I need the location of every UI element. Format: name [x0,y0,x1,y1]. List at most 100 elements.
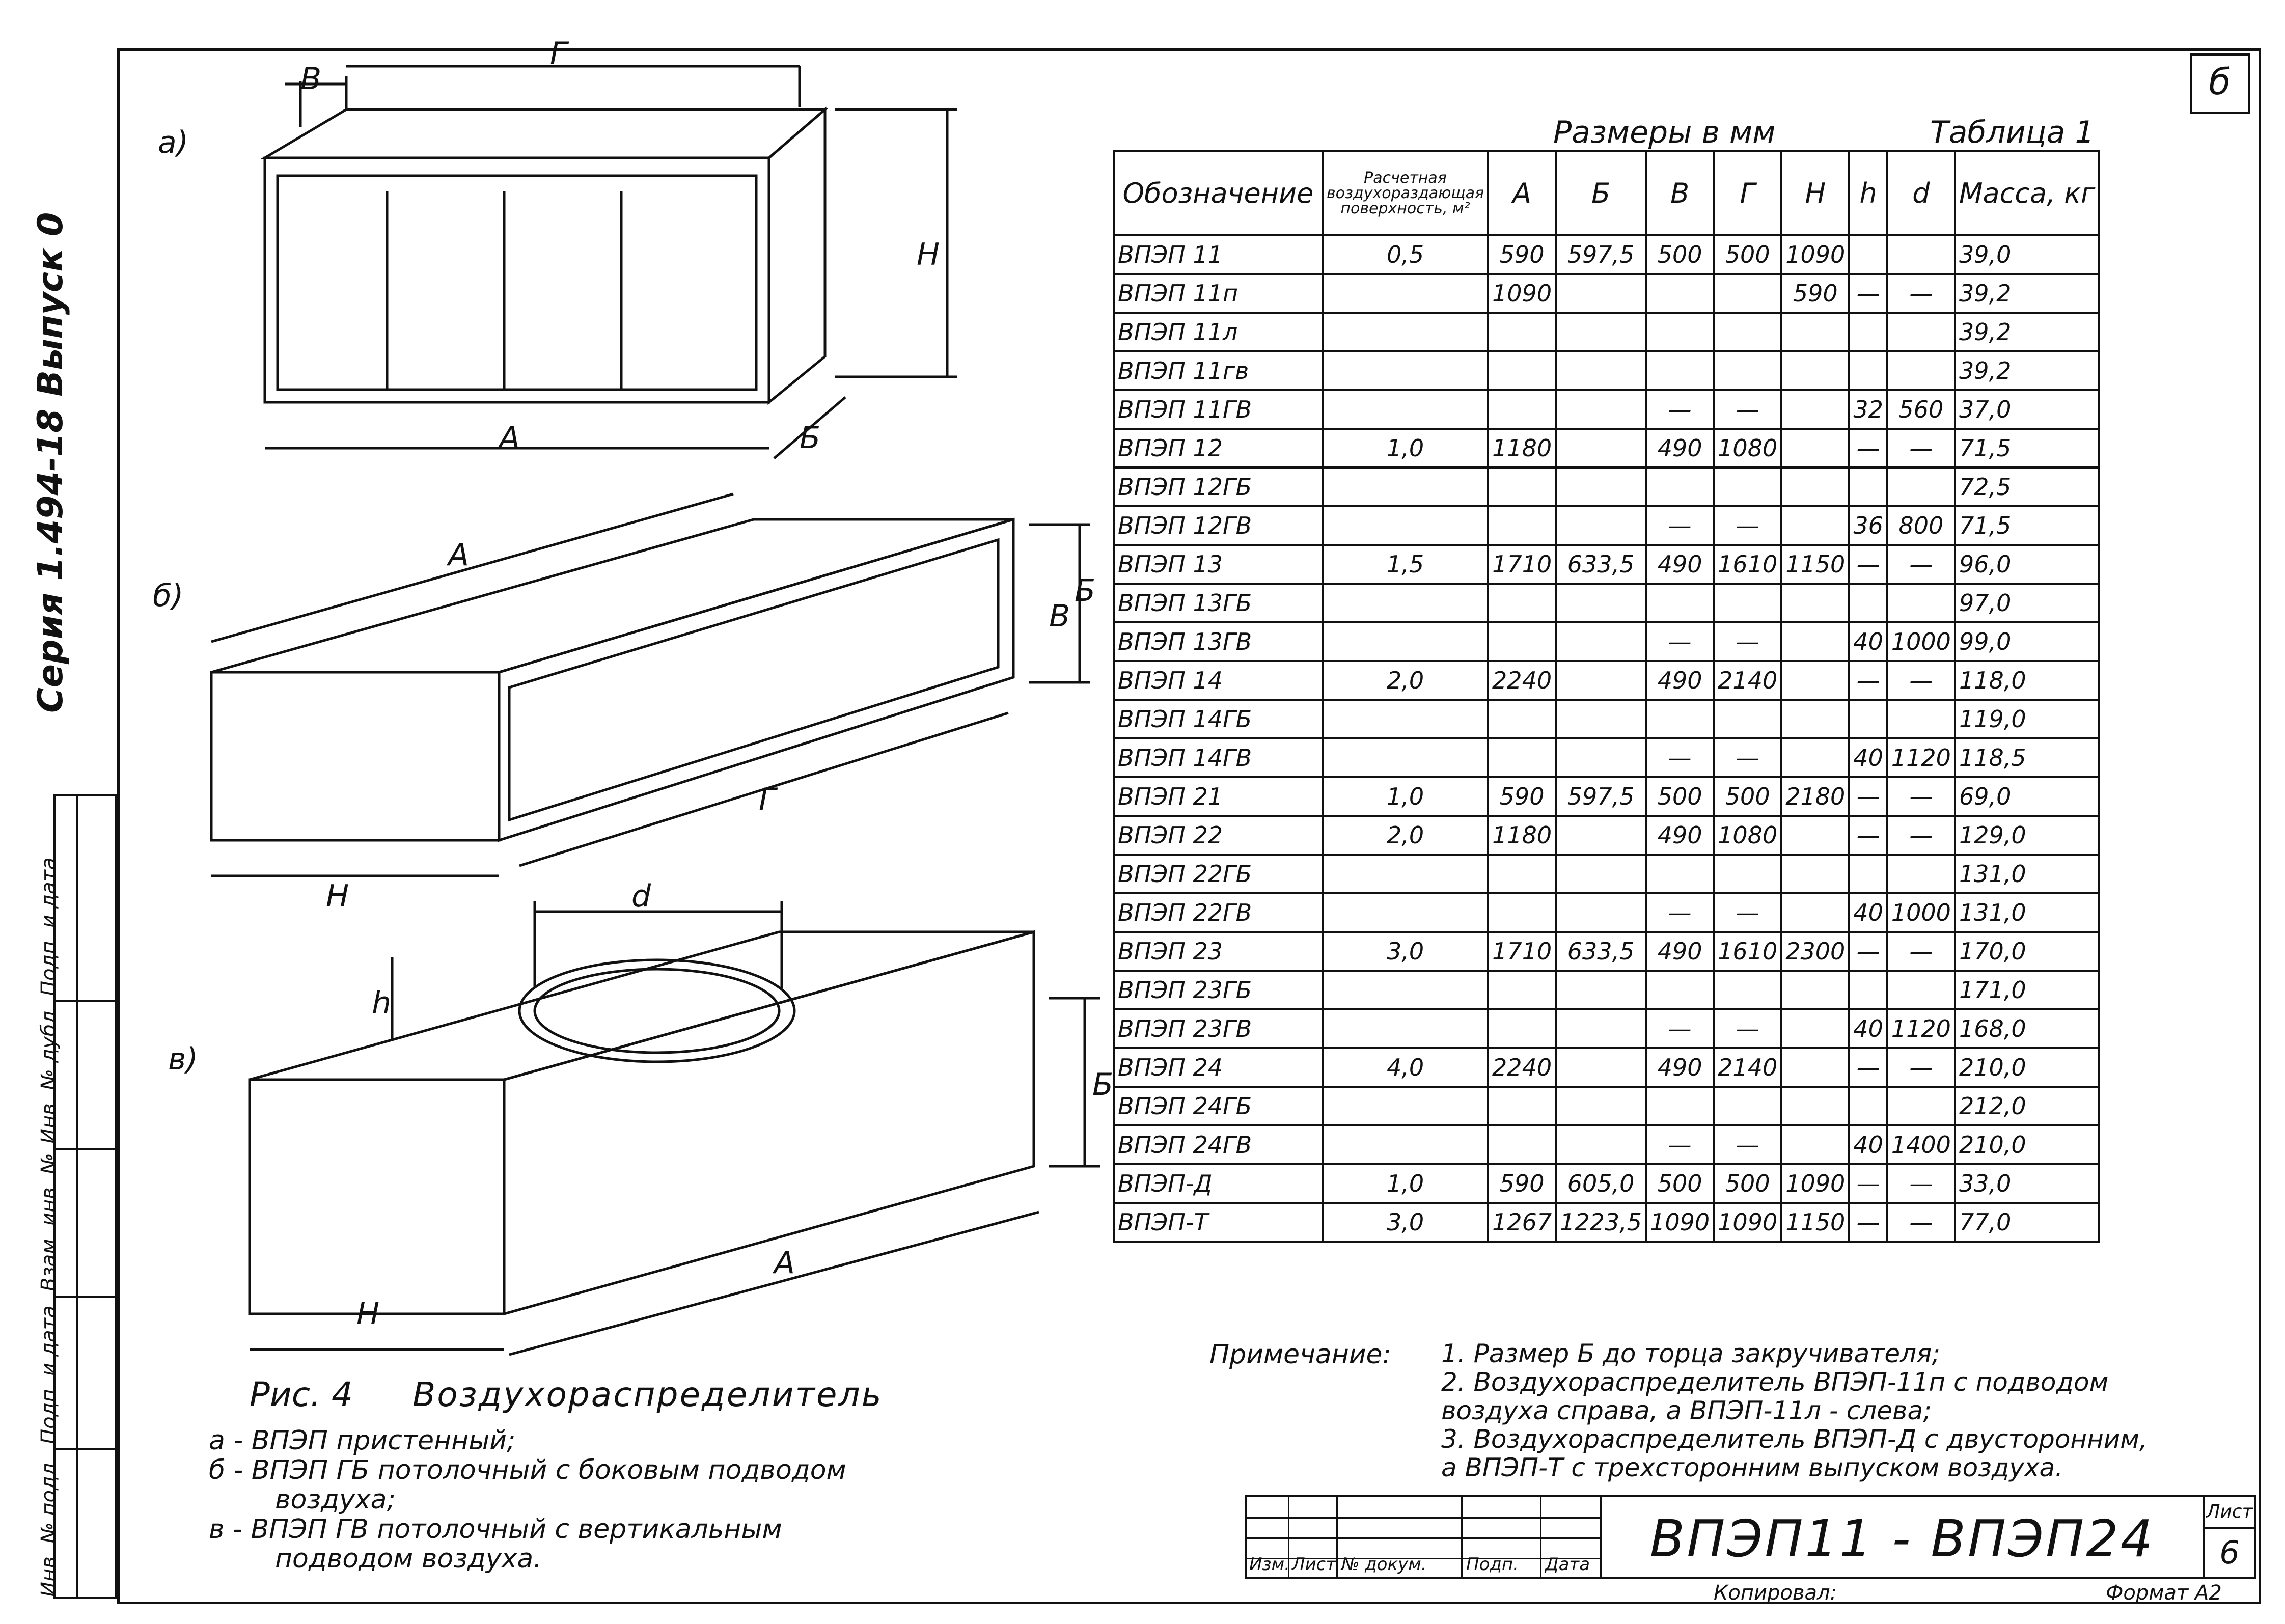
table-cell: ВПЭП 13ГБ [1113,583,1324,623]
col-header: Б [1555,150,1647,236]
table-cell [1848,970,1888,1010]
table-cell: 71,5 [1953,428,2101,469]
table-cell [1886,1086,1956,1126]
table-cell [1780,428,1851,469]
stamp-cell: Взам. инв. № [37,1148,115,1296]
table-cell [1487,1086,1557,1126]
table-cell: 97,0 [1953,583,2101,623]
figure-number: Рис. 4 [250,1375,353,1414]
table-cell: 37,0 [1953,389,2101,430]
table-cell: 1267 [1487,1202,1557,1243]
table-cell: 118,5 [1953,737,2101,778]
table-cell [1780,815,1851,856]
table-cell [1321,1086,1490,1126]
table-cell: ВПЭП 22ГВ [1113,892,1324,933]
table-cell: ВПЭП 11гв [1113,350,1324,391]
table-cell: ВПЭП 14ГБ [1113,699,1324,739]
table-cell [1848,312,1888,352]
table-cell: ВПЭП 14ГВ [1113,737,1324,778]
table-cell: 1,0 [1321,428,1490,469]
view-label: а) [158,125,188,160]
table-cell: — [1848,273,1888,314]
table-cell [1321,312,1490,352]
table-cell: 590 [1780,273,1851,314]
table-cell [1555,621,1647,662]
table-cell [1321,389,1490,430]
dim-label: А [772,1245,795,1281]
table-cell: — [1645,892,1715,933]
table-cell: — [1886,1047,1956,1088]
table-cell [1321,1124,1490,1165]
table-cell: — [1848,1047,1888,1088]
table-cell: 1180 [1487,815,1557,856]
format-label: Формат А2 [2106,1581,2222,1605]
table-cell: ВПЭП 13ГВ [1113,621,1324,662]
table-cell: ВПЭП 22 [1113,815,1324,856]
table-cell: — [1886,273,1956,314]
dim-label: h [372,985,391,1021]
table-cell: 3,0 [1321,931,1490,972]
table-cell: 72,5 [1953,466,2101,507]
table-cell: 500 [1713,776,1783,817]
table-cell: — [1713,737,1783,778]
table-cell: 2240 [1487,1047,1557,1088]
table-cell [1321,892,1490,933]
table-cell: 1000 [1886,621,1956,662]
table-cell: ВПЭП 12ГВ [1113,505,1324,546]
table-cell [1886,466,1956,507]
isometric-drawings: а) б) в) В Г Н А Б А В Б Г Н d h Б А Н [153,36,1113,1356]
table-cell [1487,737,1557,778]
table-cell: 1,0 [1321,1163,1490,1204]
table-cell [1886,970,1956,1010]
table-cell [1555,350,1647,391]
col-header: Г [1713,150,1783,236]
table-cell: 590 [1487,776,1557,817]
col-header: Расчетная воздухораздающая поверхность, … [1321,150,1490,236]
table-cell: 4,0 [1321,1047,1490,1088]
col-header: А [1487,150,1557,236]
table-cell [1487,505,1557,546]
table-cell [1645,273,1715,314]
table-cell [1645,312,1715,352]
table-cell [1886,234,1956,275]
table-cell [1321,970,1490,1010]
sheet-number-box: б [2190,53,2250,114]
table-cell [1555,699,1647,739]
table-cell [1321,621,1490,662]
table-cell: — [1848,815,1888,856]
figure-title: Воздухораспределитель [412,1375,883,1414]
table-cell [1886,350,1956,391]
table-cell [1713,970,1783,1010]
table-cell [1321,350,1490,391]
table-cell: ВПЭП 14 [1113,660,1324,701]
table-cell [1780,1047,1851,1088]
table-cell [1487,621,1557,662]
table-cell [1321,699,1490,739]
table-cell: 1400 [1886,1124,1956,1165]
table-cell: — [1848,544,1888,585]
table-cell: 633,5 [1555,544,1647,585]
table-cell: 77,0 [1953,1202,2101,1243]
table-cell [1848,1086,1888,1126]
table-cell: ВПЭП 24ГБ [1113,1086,1324,1126]
table-cell: 1150 [1780,1202,1851,1243]
sheet-cell-label: Лист [2205,1497,2254,1529]
table-cell [1487,970,1557,1010]
table-cell: ВПЭП 12 [1113,428,1324,469]
table-cell [1321,1008,1490,1049]
table-cell [1487,699,1557,739]
table-cell: — [1886,815,1956,856]
table-cell: 210,0 [1953,1047,2101,1088]
table-cell: 99,0 [1953,621,2101,662]
table-cell [1321,737,1490,778]
table-cell [1645,350,1715,391]
table-cell [1487,892,1557,933]
table-cell [1780,660,1851,701]
table-cell: 40 [1848,737,1888,778]
table-cell [1780,892,1851,933]
